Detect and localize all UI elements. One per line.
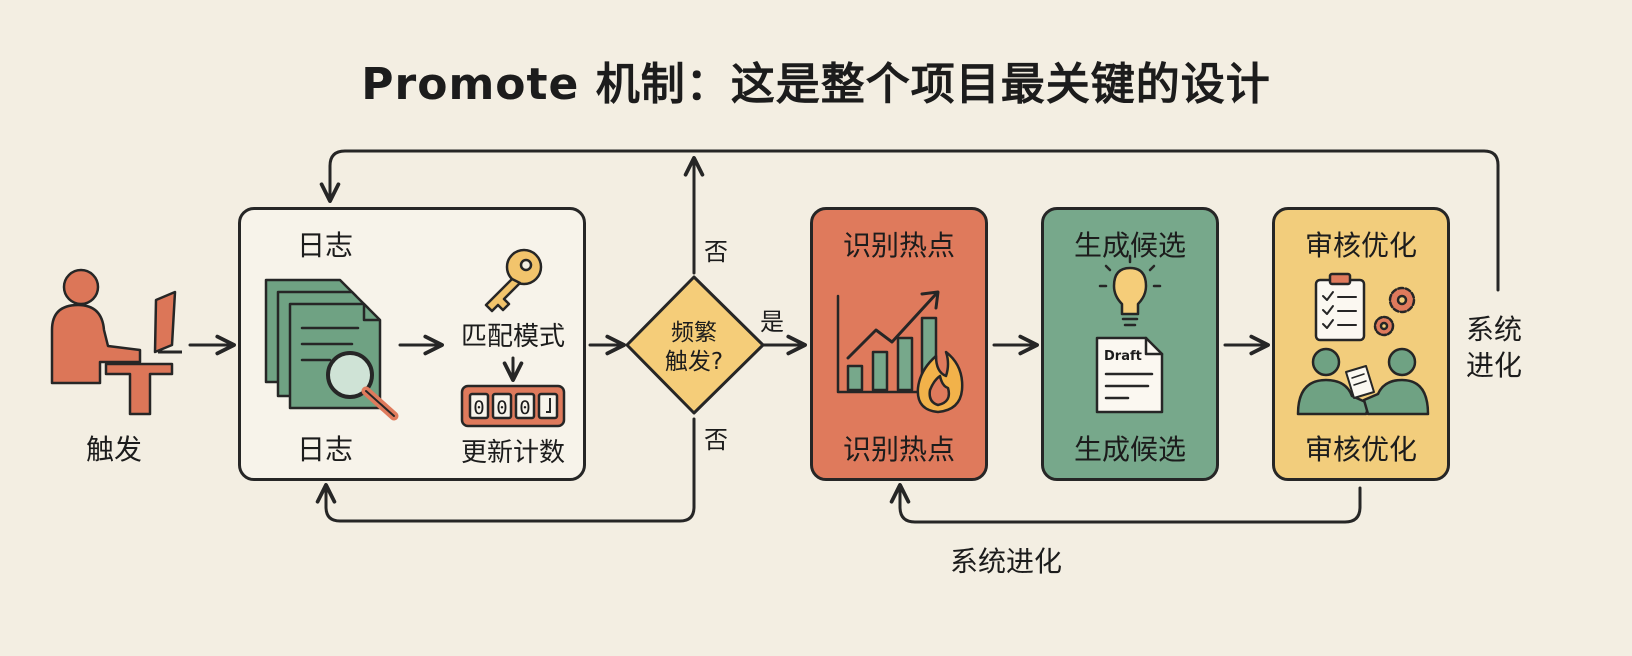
documents-magnifier-icon	[264, 278, 399, 421]
candidate-bottom-label: 生成候选	[1073, 433, 1187, 466]
decision-no-top-label: 否	[704, 238, 728, 266]
review-top-label: 审核优化	[1304, 229, 1418, 262]
review-bottom-label: 审核优化	[1304, 433, 1418, 466]
decision-no-bottom-label: 否	[704, 426, 728, 454]
evolution-bottom-label: 系统进化	[949, 545, 1063, 578]
trigger-label: 触发	[85, 433, 143, 466]
update-count-label: 更新计数	[460, 438, 566, 468]
decision-diamond	[625, 275, 765, 415]
hotspot-bottom-label: 识别热点	[842, 433, 956, 466]
evolution-right-line2: 进化	[1466, 349, 1523, 382]
counter-digit-3: 0	[519, 397, 530, 419]
key-icon	[484, 248, 543, 313]
match-pattern-label: 匹配模式	[460, 322, 566, 352]
hotspot-top-label: 识别热点	[842, 229, 956, 262]
loop-bottom-no	[315, 417, 696, 523]
page-title: Promote 机制：这是整个项目最关键的设计	[361, 59, 1271, 110]
person-at-computer-icon	[50, 268, 182, 416]
evolution-right-line1: 系统	[1466, 313, 1523, 346]
log-top-label: 日志	[296, 229, 354, 262]
draft-doc-text: Draft	[1104, 349, 1142, 364]
decision-yes-label: 是	[760, 308, 784, 336]
loop-bottom-evolution	[889, 483, 1362, 524]
loop-top-evolution	[319, 149, 1500, 292]
counter-digit-2: 0	[496, 397, 507, 419]
review-stage-box	[1272, 207, 1450, 481]
candidate-top-label: 生成候选	[1073, 229, 1187, 262]
lightbulb-draft-icon	[1095, 254, 1164, 414]
decision-text-line2: 触发?	[664, 349, 724, 375]
counter-icon	[460, 384, 566, 428]
counter-digit-1: 0	[473, 397, 484, 419]
decision-text-line1: 频繁	[671, 320, 717, 346]
rising-chart-fire-icon	[836, 290, 964, 414]
checklist-gears-people-icon	[1296, 272, 1430, 416]
log-bottom-label: 日志	[296, 433, 354, 466]
